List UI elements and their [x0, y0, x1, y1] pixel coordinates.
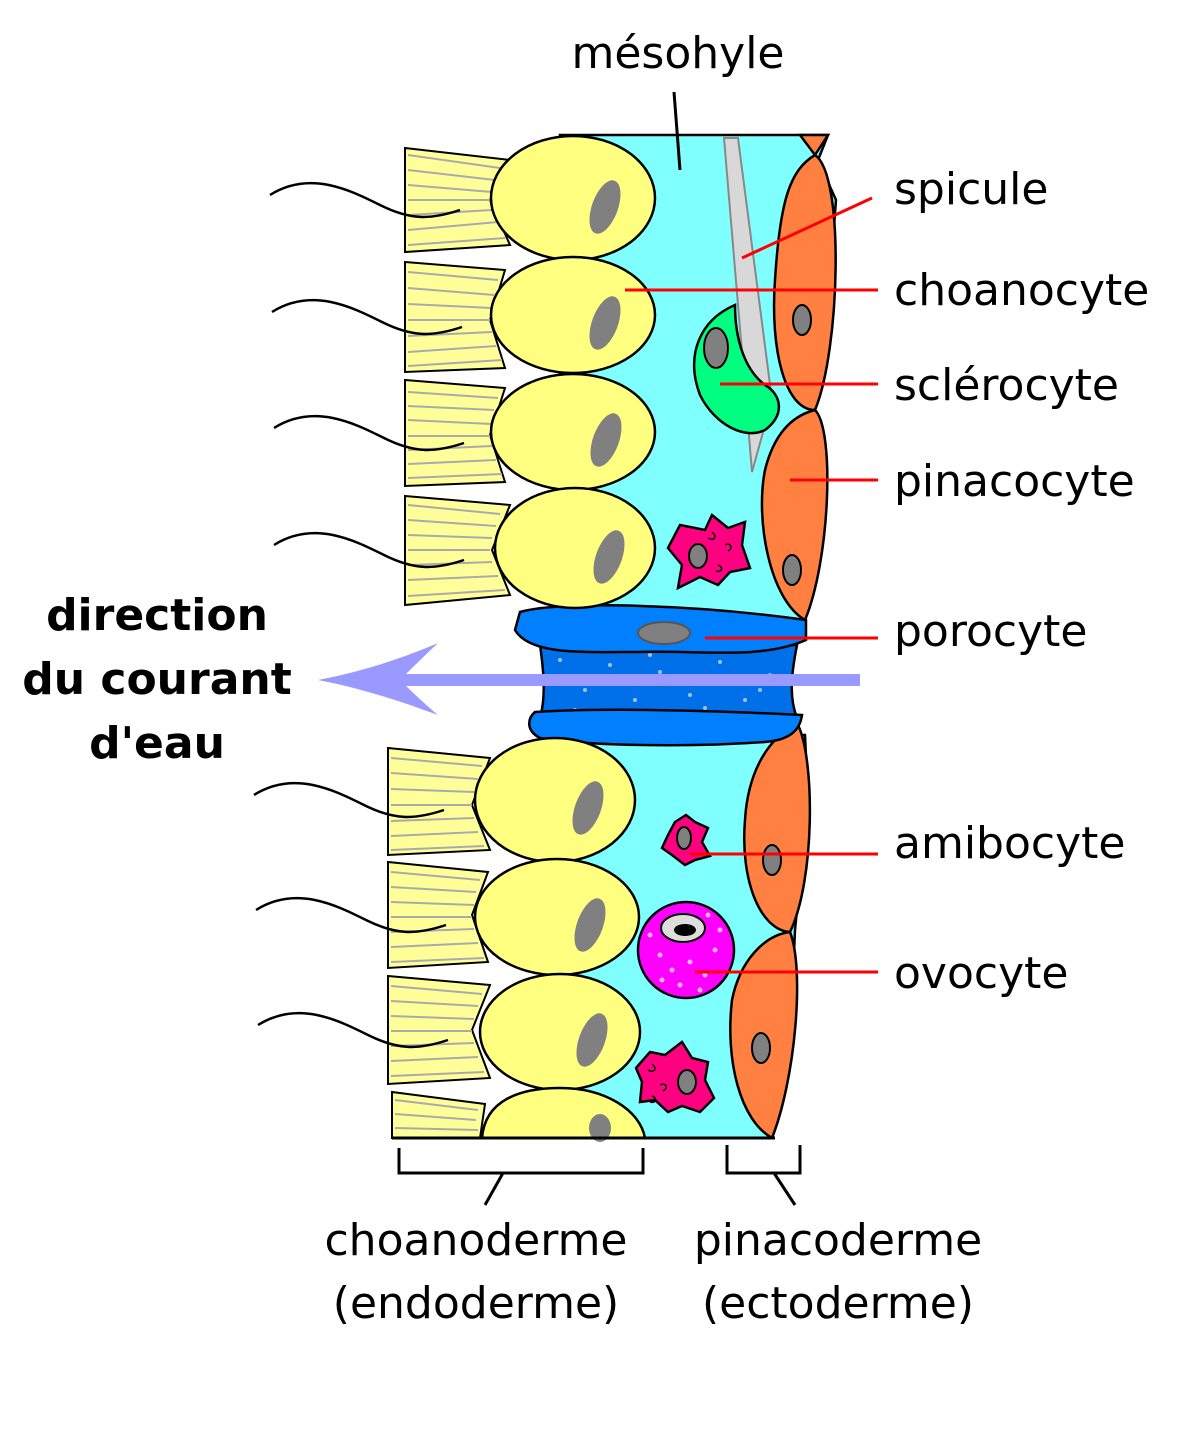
label-pinacoderme: pinacoderme — [694, 1215, 982, 1266]
choanocytes-upper — [268, 134, 657, 610]
pinacocytes-upper — [760, 133, 837, 622]
label-ovocyte: ovocyte — [894, 948, 1068, 999]
label-choanoderme: choanoderme — [324, 1215, 627, 1266]
label-pinacocyte: pinacocyte — [894, 456, 1135, 507]
label-mesohyle: mésohyle — [572, 28, 785, 79]
sclerocyte — [692, 303, 781, 435]
amibocyte-lower — [634, 1040, 716, 1114]
water-flow-arrow — [318, 643, 860, 715]
brackets — [397, 1145, 802, 1206]
leader-lines — [625, 91, 878, 974]
label-water-flow-2: du courant — [22, 654, 292, 705]
label-sclerocyte: sclérocyte — [894, 360, 1119, 411]
label-amibocyte: amibocyte — [894, 818, 1125, 869]
label-water-flow-3: d'eau — [89, 718, 225, 769]
label-choanocyte: choanocyte — [894, 265, 1149, 316]
label-spicule: spicule — [894, 164, 1048, 215]
label-ectoderme: (ectoderme) — [702, 1278, 974, 1329]
label-endoderme: (endoderme) — [333, 1278, 619, 1329]
amibocyte-upper — [666, 513, 752, 591]
pinacocytes-lower — [729, 723, 812, 1140]
choanocytes-lower — [252, 736, 775, 1142]
label-porocyte: porocyte — [894, 606, 1087, 657]
label-water-flow-1: direction — [46, 590, 268, 641]
ovocyte — [636, 900, 736, 1000]
